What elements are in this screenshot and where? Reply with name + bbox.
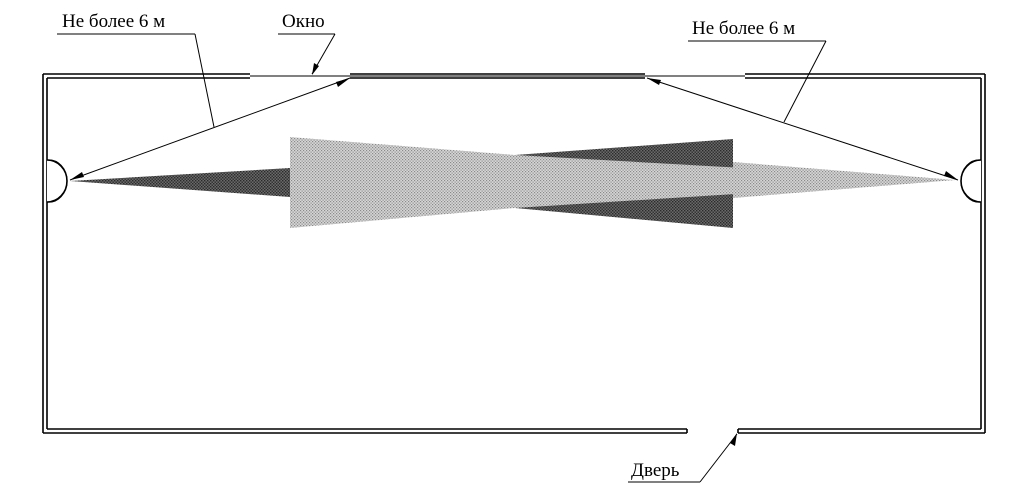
arrowhead-icon <box>647 78 661 85</box>
window-label: Окно <box>282 11 325 32</box>
arrowhead-icon <box>944 171 958 180</box>
arrowhead-icon <box>70 172 84 180</box>
semicircle-detector-icon <box>960 159 982 203</box>
distance-label-left: Не более 6 м <box>62 11 165 32</box>
distance-label-right: Не более 6 м <box>692 18 795 39</box>
left-beam-light <box>290 137 515 228</box>
left-beam-dark <box>70 168 290 197</box>
beam-overlap <box>733 162 955 198</box>
arrowhead-icon <box>730 433 737 446</box>
detection-beams <box>70 137 955 228</box>
semicircle-detector-icon <box>46 159 68 203</box>
arrowhead-icon <box>336 78 350 87</box>
door-label: Дверь <box>631 460 680 481</box>
room-walls <box>42 73 986 434</box>
leader-lines <box>57 33 827 483</box>
dimension-lines <box>69 77 959 181</box>
arrowhead-icon <box>312 63 319 75</box>
